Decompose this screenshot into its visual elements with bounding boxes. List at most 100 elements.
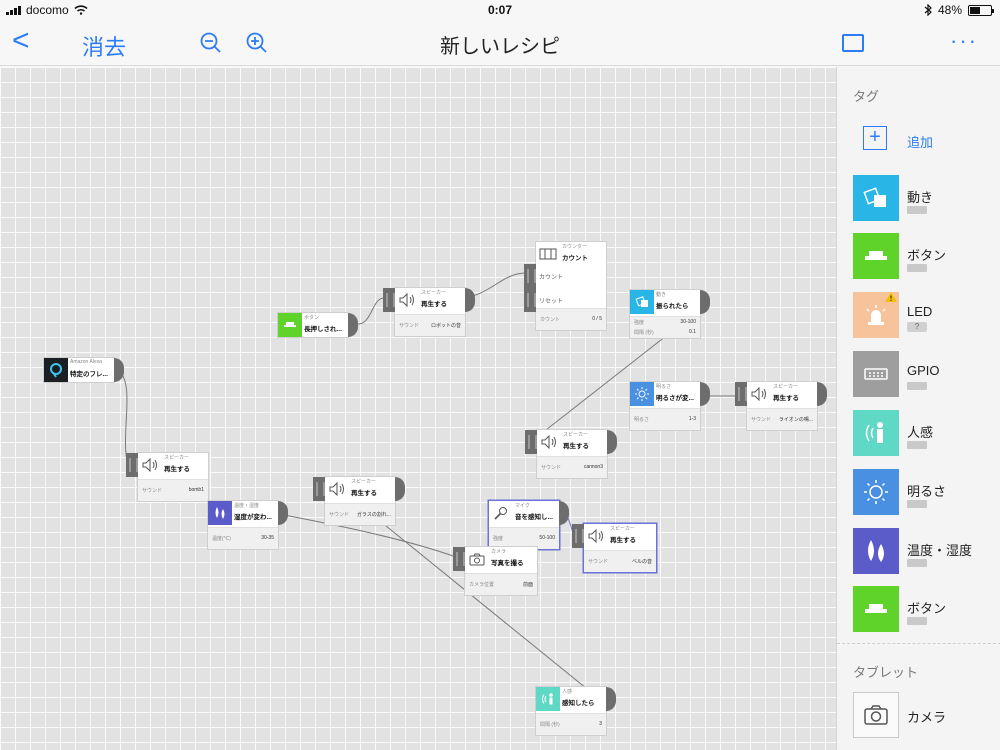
node-value: 写真を撮る — [491, 560, 524, 567]
output-port[interactable] — [817, 382, 827, 406]
temperature-humidity-icon — [208, 501, 232, 525]
node-temperature-humidity[interactable]: 温度・湿度 湿度が変わ... 温度(°C)30-35 — [208, 501, 288, 549]
param-key: サウンド — [541, 465, 562, 471]
param-value: 30-100 — [680, 319, 696, 325]
battery-indicator — [907, 617, 927, 625]
node-speaker-lion[interactable]: スピーカー 再生する サウンドライオンの鳴... — [735, 382, 827, 430]
tag-temperature-humidity[interactable]: 温度・湿度 — [853, 528, 997, 576]
battery-icon — [968, 4, 994, 16]
node-label: スピーカー — [773, 384, 799, 390]
tag-name: GPIO — [907, 363, 940, 378]
node-value: 感知したら — [562, 700, 595, 707]
battery-indicator — [907, 559, 927, 567]
battery-percent: 48% — [937, 3, 962, 17]
output-port[interactable] — [607, 430, 617, 454]
output-port[interactable] — [348, 313, 358, 337]
param-key: サウンド — [142, 488, 163, 494]
node-button[interactable]: ボタン 長押しされ... — [278, 313, 358, 337]
tag-led[interactable]: LED? — [853, 292, 997, 340]
node-speaker-robot[interactable]: スピーカー 再生する サウンドロボットの音 — [383, 288, 475, 336]
tag-button[interactable]: ボタン — [853, 233, 997, 281]
param-value: ロボットの音 — [430, 323, 461, 329]
battery-indicator — [907, 500, 927, 508]
tag-gpio[interactable]: GPIO — [853, 351, 997, 399]
input-port[interactable] — [735, 382, 747, 406]
output-port[interactable] — [606, 687, 616, 711]
battery-indicator — [907, 264, 927, 272]
more-button[interactable]: ··· — [950, 28, 978, 53]
node-speaker-glass[interactable]: スピーカー 再生する サウンドガラスの割れ... — [313, 477, 405, 525]
node-label: マイク — [515, 503, 530, 509]
port-label: カウント — [539, 275, 564, 281]
node-label: 動き — [656, 292, 667, 298]
tag-motion[interactable]: 動き — [853, 175, 997, 223]
input-port[interactable] — [572, 524, 584, 548]
node-alexa[interactable]: Amazon Alexa 特定のフレ... — [44, 358, 124, 382]
tablet-camera-label[interactable]: カメラ — [907, 710, 947, 725]
input-port[interactable] — [525, 430, 537, 454]
back-button[interactable]: < — [12, 26, 30, 56]
node-label: カメラ — [491, 549, 507, 555]
param-key: サウンド — [588, 559, 609, 565]
input-port-count[interactable] — [524, 264, 536, 288]
tag-button-2[interactable]: ボタン — [853, 586, 997, 634]
output-port[interactable] — [700, 290, 710, 314]
output-port[interactable] — [559, 501, 569, 525]
param-value: 0.1 — [689, 329, 696, 335]
param-key: カウント — [540, 317, 561, 323]
recipe-canvas[interactable]: Amazon Alexa 特定のフレ... ボタン 長押しされ... スピーカー… — [0, 67, 836, 750]
param-value: cannon3 — [583, 464, 603, 470]
node-human-sensor[interactable]: 人感 感知したら 間隔 (秒)3 — [536, 687, 616, 735]
speaker-icon — [325, 477, 349, 501]
output-port[interactable] — [114, 358, 124, 382]
output-port[interactable] — [278, 501, 288, 525]
node-camera[interactable]: カメラ 写真を撮る カメラ位置前面 — [453, 547, 537, 595]
toggle-panel-button[interactable] — [842, 34, 864, 52]
add-tag-button[interactable]: + — [863, 126, 887, 150]
node-value: カウント — [562, 255, 588, 262]
input-port-reset[interactable] — [524, 288, 536, 312]
tag-name: 人感 — [907, 425, 934, 440]
node-value: 明るさが変... — [656, 395, 694, 402]
output-port[interactable] — [700, 382, 710, 406]
signal-icon — [6, 5, 21, 15]
microphone-icon — [489, 501, 513, 525]
input-port[interactable] — [453, 547, 465, 571]
bluetooth-icon — [924, 4, 932, 16]
gpio-icon — [853, 351, 899, 397]
status-bar: docomo 0:07 48% — [0, 0, 1000, 20]
add-tag-label[interactable]: 追加 — [907, 135, 934, 150]
node-label: スピーカー — [164, 455, 190, 461]
node-label: 明るさ — [656, 384, 672, 390]
param-key: 間隔 (秒) — [540, 722, 560, 728]
tag-name: 明るさ — [907, 484, 947, 499]
camera-icon — [864, 705, 888, 725]
battery-indicator — [907, 382, 927, 390]
tag-brightness[interactable]: 明るさ — [853, 469, 997, 517]
param-key: 強度 — [634, 320, 645, 326]
counter-icon — [536, 242, 560, 266]
status-time: 0:07 — [487, 3, 513, 17]
output-port[interactable] — [395, 477, 405, 501]
node-speaker-bell[interactable]: スピーカー 再生する サウンドベルの音 — [572, 524, 656, 572]
zoom-out-icon[interactable] — [198, 30, 224, 56]
tablet-camera-button[interactable] — [853, 692, 899, 738]
delete-button[interactable]: 消去 — [82, 35, 127, 60]
input-port[interactable] — [383, 288, 395, 312]
input-port[interactable] — [313, 477, 325, 501]
tags-heading: タグ — [853, 89, 880, 104]
battery-indicator — [907, 206, 927, 214]
tag-human-sensor[interactable]: 人感 — [853, 410, 997, 458]
input-port[interactable] — [126, 453, 138, 477]
speaker-icon — [747, 382, 771, 406]
output-port[interactable] — [465, 288, 475, 312]
carrier: docomo — [26, 3, 69, 17]
node-value: 長押しされ... — [304, 326, 342, 333]
zoom-in-icon[interactable] — [244, 30, 270, 56]
